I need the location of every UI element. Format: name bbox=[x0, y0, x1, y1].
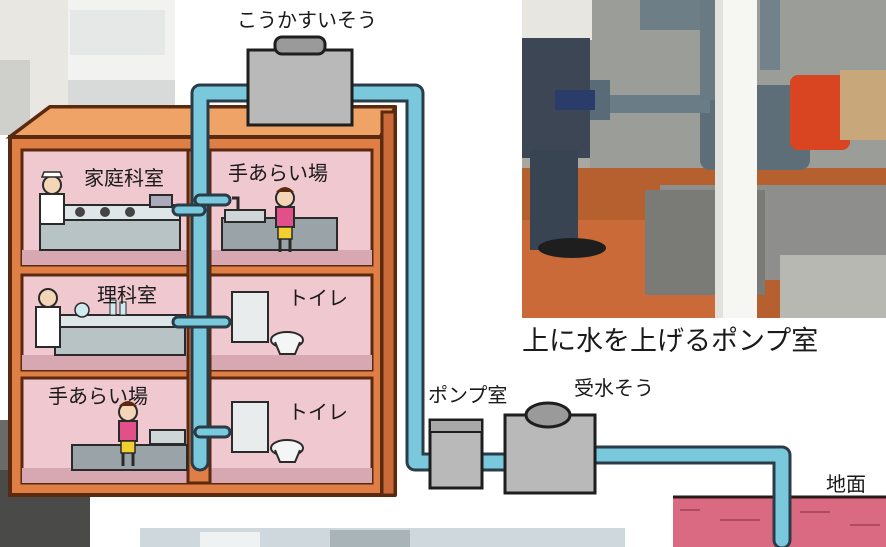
home-ec-scene bbox=[39, 171, 181, 251]
handwash-upper-scene bbox=[221, 187, 338, 252]
person-figure-icon bbox=[39, 171, 65, 225]
person-figure-icon bbox=[35, 288, 61, 348]
pump-room-label: ポンプ室 bbox=[428, 383, 508, 407]
sink-icon bbox=[224, 196, 266, 223]
water-pipes bbox=[171, 83, 792, 547]
elevated-tank-label: こうかすいそう bbox=[237, 8, 377, 32]
handwash-lower-scene bbox=[71, 401, 188, 471]
science-scene bbox=[35, 288, 186, 356]
child-figure-icon bbox=[118, 401, 138, 466]
ground-label: 地面 bbox=[826, 472, 866, 496]
toilet-lower-label: トイレ bbox=[288, 400, 348, 424]
science-room-label: 理科室 bbox=[97, 283, 157, 307]
toilet-icon bbox=[231, 291, 304, 355]
toilet-icon bbox=[231, 401, 304, 463]
pump-room-photo bbox=[522, 0, 886, 318]
receiving-tank-label: 受水そう bbox=[574, 376, 654, 400]
toilet-upper-label: トイレ bbox=[288, 286, 348, 310]
handwash-upper-label: 手あらい場 bbox=[228, 161, 328, 185]
toilet-lower-scene bbox=[231, 401, 304, 463]
child-figure-icon bbox=[275, 187, 295, 252]
toilet-upper-scene bbox=[231, 291, 304, 355]
home-ec-room-label: 家庭科室 bbox=[84, 166, 164, 190]
water-tank-icon bbox=[246, 35, 354, 127]
receiving-tank-icon bbox=[503, 401, 597, 495]
handwash-lower-label: 手あらい場 bbox=[48, 384, 148, 408]
photo-caption: 上に水を上げるポンプ室 bbox=[522, 326, 819, 357]
pump-icon bbox=[428, 418, 484, 490]
sink-icon bbox=[149, 429, 186, 445]
